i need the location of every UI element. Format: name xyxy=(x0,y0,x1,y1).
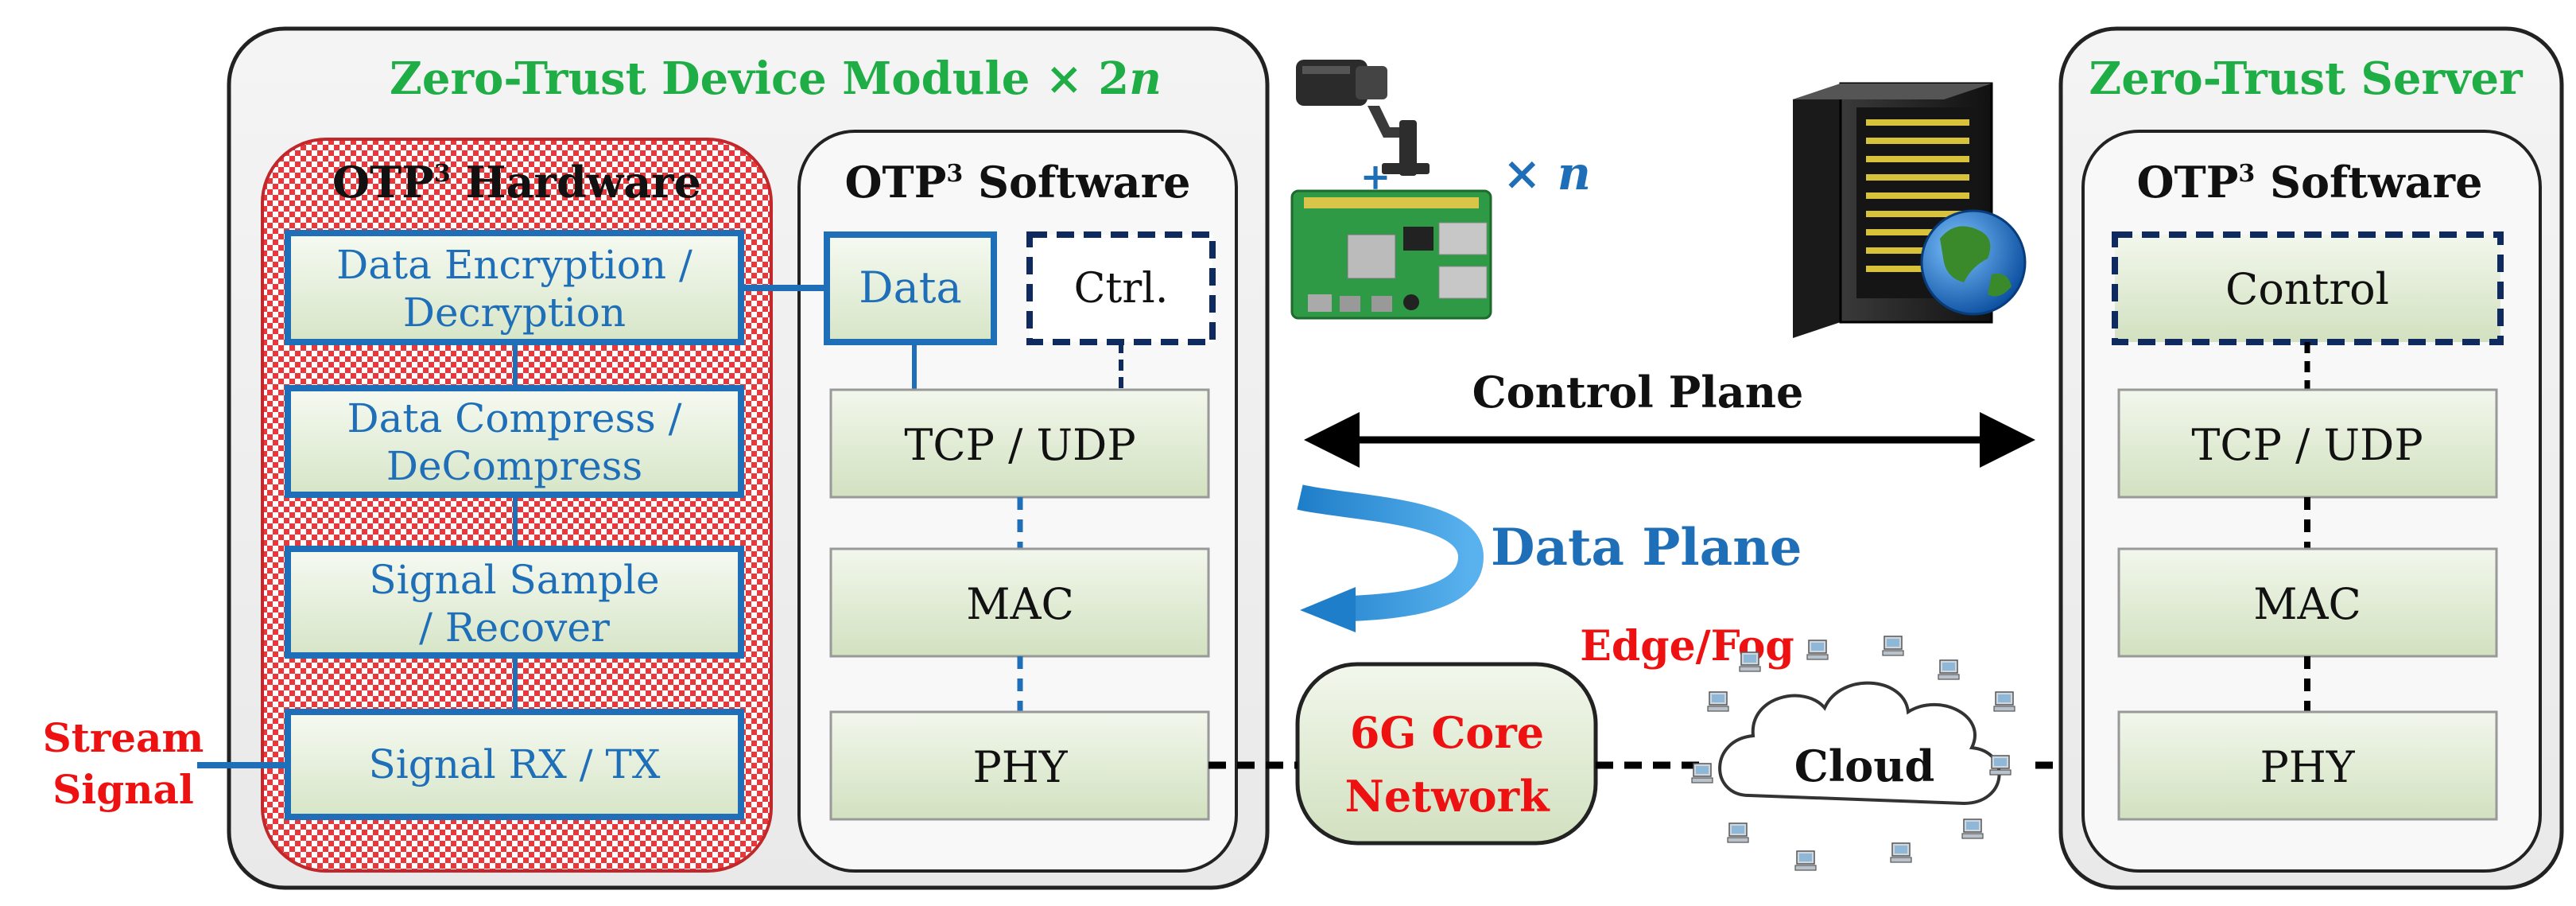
hw-block-compress: Data Compress / DeCompress xyxy=(285,385,744,498)
stream-signal-label-line2: Signal xyxy=(52,766,194,813)
stream-signal-label-line1: Stream xyxy=(43,714,204,761)
core-network-node: 6G Core Network xyxy=(1295,662,1598,846)
server-title: Zero-Trust Server xyxy=(2089,52,2524,105)
svg-text:PHY: PHY xyxy=(2260,742,2355,792)
svg-text:Data Compress /: Data Compress / xyxy=(347,395,681,441)
svg-text:MAC: MAC xyxy=(966,579,1074,629)
device-layer-mac: MAC xyxy=(829,547,1210,658)
raspberry-pi-board-icon xyxy=(1290,189,1492,320)
svg-text:Ctrl.: Ctrl. xyxy=(1074,265,1169,313)
svg-text:Signal RX / TX: Signal RX / TX xyxy=(369,741,661,787)
svg-text:MAC: MAC xyxy=(2253,579,2361,629)
control-plane-arrow xyxy=(1304,412,2035,468)
hw-block-rxtx: Signal RX / TX xyxy=(285,709,744,820)
server-layer-mac: MAC xyxy=(2117,547,2498,658)
device-layer-phy: PHY xyxy=(829,710,1210,821)
device-layer-tcp: TCP / UDP xyxy=(829,388,1210,499)
control-plane-label: Control Plane xyxy=(1472,367,1804,418)
device-count-label: × n xyxy=(1503,146,1591,200)
svg-text:/ Recover: / Recover xyxy=(419,605,610,651)
svg-text:Network: Network xyxy=(1344,771,1550,822)
svg-text:TCP / UDP: TCP / UDP xyxy=(904,420,1135,470)
device-software-title: OTP3 Software xyxy=(845,157,1191,208)
server-layer-tcp: TCP / UDP xyxy=(2117,388,2498,499)
hardware-title: OTP3 Hardware xyxy=(332,157,701,208)
hw-block-encryption: Data Encryption / Decryption xyxy=(285,230,744,345)
cloud-node: Cloud xyxy=(1718,681,2001,806)
server-software-title: OTP3 Software xyxy=(2137,157,2483,208)
data-box: Data xyxy=(824,231,997,345)
edge-fog-label: Edge/Fog xyxy=(1580,622,1794,671)
svg-text:Control: Control xyxy=(2225,264,2389,314)
camera-icon xyxy=(1296,60,1430,176)
ctrl-box: Ctrl. xyxy=(1026,231,1216,345)
data-plane-label: Data Plane xyxy=(1491,518,1802,577)
device-module-title: Zero-Trust Device Module × 2n xyxy=(390,52,1162,105)
server-layer-phy: PHY xyxy=(2117,710,2498,821)
svg-text:Data: Data xyxy=(859,262,961,313)
svg-text:TCP / UDP: TCP / UDP xyxy=(2191,420,2423,470)
svg-text:Data Encryption /: Data Encryption / xyxy=(336,242,692,288)
server-control-box: Control xyxy=(2112,231,2504,345)
svg-text:Signal Sample: Signal Sample xyxy=(369,557,659,603)
globe-icon xyxy=(1920,209,2027,316)
data-plane-arrow xyxy=(1297,484,1484,632)
svg-text:DeCompress: DeCompress xyxy=(386,443,642,489)
hw-block-sample: Signal Sample / Recover xyxy=(285,546,744,659)
svg-text:6G Core: 6G Core xyxy=(1350,707,1544,758)
svg-text:Cloud: Cloud xyxy=(1794,741,1935,791)
svg-text:Decryption: Decryption xyxy=(403,290,626,336)
svg-text:PHY: PHY xyxy=(972,742,1068,792)
